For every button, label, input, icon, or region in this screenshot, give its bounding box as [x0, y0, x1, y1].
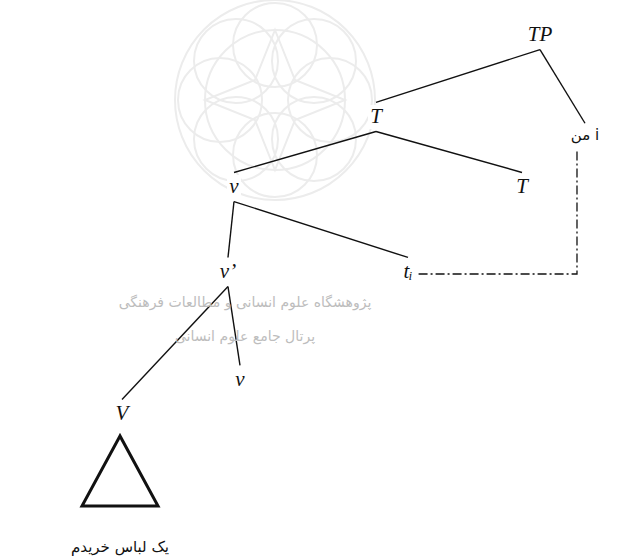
watermark-text: پژوهشگاه علوم انسانی و مطالعات فرهنگی — [117, 294, 374, 310]
node-label: V — [114, 402, 131, 425]
tree-branch — [234, 202, 408, 258]
node-label: یک لباس خریدم — [69, 538, 171, 558]
tree-node: v — [233, 368, 246, 391]
tree-branch — [376, 132, 522, 173]
tree-branch — [376, 50, 540, 103]
node-label: tᵢ — [401, 260, 414, 283]
tree-node: یک لباس خریدم — [69, 538, 171, 558]
tree-branch — [234, 132, 376, 173]
subtree-triangle — [82, 436, 158, 506]
tree-branch — [540, 50, 585, 124]
movement-line — [419, 149, 577, 274]
tree-node: v’ — [218, 260, 238, 283]
node-label: من i — [569, 126, 601, 146]
tree-node: T — [368, 105, 384, 128]
tree-branch — [228, 202, 234, 258]
tree-node: من i — [569, 126, 601, 146]
tree-node: tᵢ — [401, 260, 414, 283]
node-label: TP — [526, 23, 555, 46]
tree-node: V — [114, 402, 131, 425]
node-label: T — [514, 175, 530, 198]
node-label: v — [227, 175, 240, 198]
tree-node: T — [514, 175, 530, 198]
tree-node: v — [227, 175, 240, 198]
watermark-logo — [175, 0, 375, 200]
watermark-text: پرتال جامع علوم انسانی — [173, 328, 317, 344]
node-label: v’ — [218, 260, 238, 283]
node-label: T — [368, 105, 384, 128]
tree-node: TP — [526, 23, 555, 46]
node-label: v — [233, 368, 246, 391]
